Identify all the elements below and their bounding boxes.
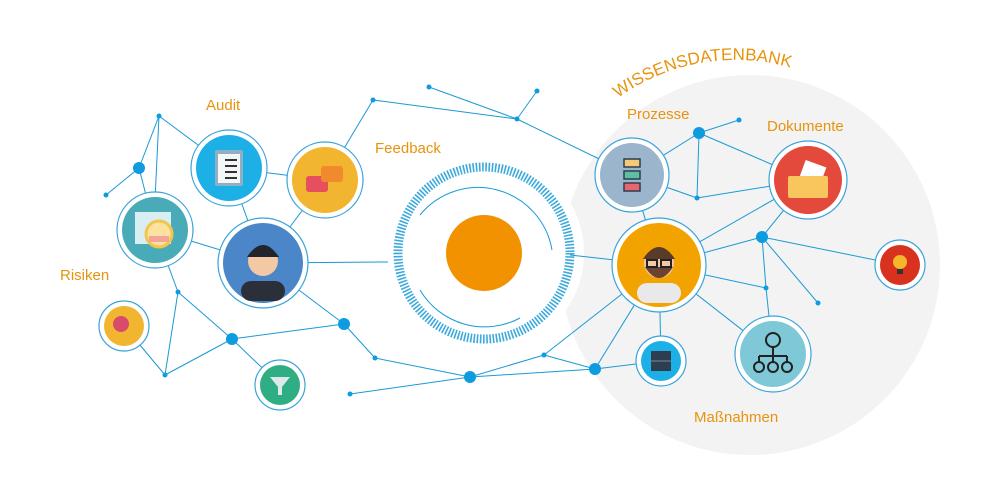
network-node-dot bbox=[226, 333, 238, 345]
network-node-dot bbox=[464, 371, 476, 383]
browser-search-icon bbox=[116, 191, 194, 269]
network-node-dot bbox=[103, 192, 109, 198]
chat-bubbles-icon bbox=[286, 141, 364, 219]
network-node-dot bbox=[156, 113, 162, 119]
connection-line bbox=[469, 354, 545, 378]
network-node-dot bbox=[763, 285, 769, 291]
label-feedback: Feedback bbox=[375, 140, 441, 157]
network-node-dot bbox=[693, 127, 705, 139]
connection-line bbox=[374, 357, 471, 378]
document-folder-icon bbox=[768, 140, 848, 220]
network-node-dot bbox=[756, 231, 768, 243]
network-node-dot bbox=[175, 289, 181, 295]
label-measures: Maßnahmen bbox=[694, 409, 778, 426]
center-circle bbox=[446, 215, 522, 291]
connection-line bbox=[469, 368, 596, 378]
employee-avatar-icon bbox=[217, 217, 309, 309]
label-audit: Audit bbox=[206, 97, 241, 114]
network-node-dot bbox=[815, 300, 821, 306]
funnel-icon bbox=[254, 359, 306, 411]
network-dots bbox=[103, 84, 821, 397]
label-processes: Prozesse bbox=[627, 106, 690, 123]
label-risks: Risiken bbox=[60, 267, 109, 284]
connection-line bbox=[231, 323, 345, 340]
network-node-dot bbox=[372, 355, 378, 361]
network-node-dot bbox=[426, 84, 432, 90]
connection-line bbox=[372, 99, 518, 120]
connection-line bbox=[761, 236, 767, 289]
label-documents: Dokumente bbox=[767, 118, 844, 135]
network-node-dot bbox=[694, 195, 700, 201]
connection-line bbox=[696, 132, 700, 199]
hierarchy-clock-icon bbox=[734, 315, 812, 393]
connection-line bbox=[698, 119, 740, 134]
network-node-dot bbox=[589, 363, 601, 375]
clipboard-icon bbox=[190, 129, 268, 207]
network-node-dot bbox=[541, 352, 547, 358]
connection-line bbox=[343, 323, 376, 359]
connection-line bbox=[105, 167, 140, 196]
connection-line bbox=[164, 338, 233, 376]
connection-line bbox=[349, 376, 471, 395]
network-node-dot bbox=[370, 97, 376, 103]
connection-line bbox=[177, 291, 233, 340]
network-node-dot bbox=[133, 162, 145, 174]
feedback-cycle-hub bbox=[393, 162, 575, 344]
brain-icon bbox=[98, 300, 150, 352]
network-node-dot bbox=[347, 391, 353, 397]
file-cabinet-icon bbox=[635, 335, 687, 387]
lightbulb-icon bbox=[874, 239, 926, 291]
connection-line bbox=[428, 86, 518, 120]
network-node-dot bbox=[736, 117, 742, 123]
network-node-dot bbox=[514, 116, 520, 122]
connection-line bbox=[138, 115, 160, 169]
process-flow-icon bbox=[594, 137, 670, 213]
connection-line bbox=[543, 354, 596, 370]
network-node-dot bbox=[534, 88, 540, 94]
network-node-dot bbox=[162, 372, 168, 378]
connection-line bbox=[761, 236, 819, 304]
network-node-dot bbox=[338, 318, 350, 330]
expert-avatar-icon bbox=[611, 217, 707, 313]
connection-line bbox=[164, 291, 179, 376]
connection-line bbox=[516, 90, 538, 120]
connection-line bbox=[154, 115, 160, 201]
